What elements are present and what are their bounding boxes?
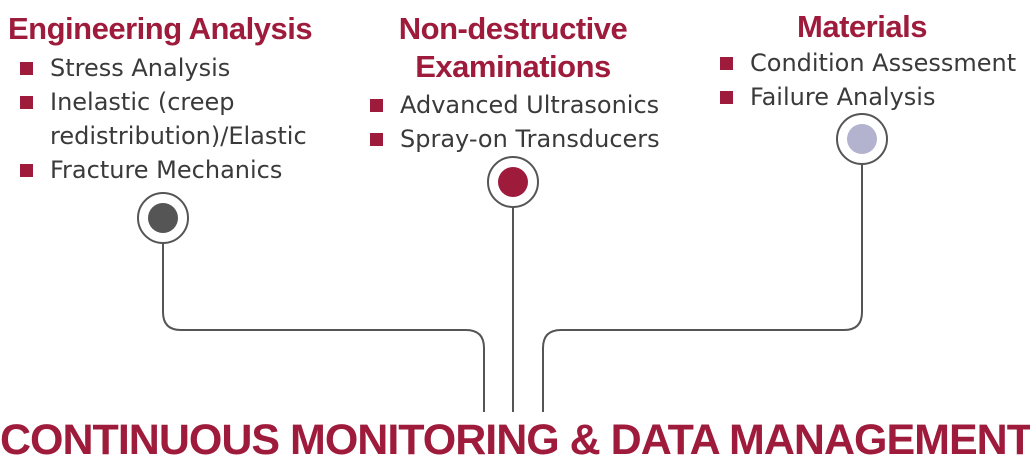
node-materials — [836, 113, 888, 165]
list-item-label: Fracture Mechanics — [50, 156, 283, 184]
engineering-analysis-heading: Engineering Analysis — [8, 11, 313, 46]
nde-heading-line2: Examinations — [415, 49, 611, 84]
footer-title: CONTINUOUS MONITORING & DATA MANAGEMENT — [0, 416, 1030, 464]
list-item-label: Spray-on Transducers — [400, 125, 660, 153]
list-item-label: Failure Analysis — [750, 83, 936, 111]
engineering-analysis-list: Stress Analysis Inelastic (creep redistr… — [18, 51, 307, 187]
bullet-square-icon — [20, 62, 33, 75]
nde-heading-line1: Non-destructive — [398, 11, 628, 46]
node-engineering-dot — [148, 203, 178, 233]
list-item: Fracture Mechanics — [18, 153, 307, 187]
list-item-label: redistribution)/Elastic — [50, 122, 307, 150]
list-item: Advanced Ultrasonics — [368, 88, 660, 122]
nde-list: Advanced Ultrasonics Spray-on Transducer… — [368, 88, 660, 156]
node-nde — [487, 156, 539, 208]
materials-list: Condition Assessment Failure Analysis — [718, 46, 1016, 114]
node-nde-dot — [498, 167, 528, 197]
connector-materials — [542, 162, 863, 412]
node-materials-dot — [847, 124, 877, 154]
list-item-label: Condition Assessment — [750, 49, 1017, 77]
list-item: Stress Analysis — [18, 51, 307, 85]
bullet-square-icon — [20, 164, 33, 177]
list-item: Failure Analysis — [718, 80, 1016, 114]
bullet-square-icon — [370, 99, 383, 112]
list-item-continuation: redistribution)/Elastic — [18, 119, 307, 153]
list-item-label: Advanced Ultrasonics — [400, 91, 660, 119]
list-item: Inelastic (creep — [18, 85, 307, 119]
bullet-square-icon — [720, 91, 733, 104]
list-item: Spray-on Transducers — [368, 122, 660, 156]
list-item-label: Stress Analysis — [50, 54, 231, 82]
bullet-square-icon — [720, 57, 733, 70]
materials-heading: Materials — [797, 9, 927, 44]
node-engineering — [137, 192, 189, 244]
bullet-square-icon — [20, 96, 33, 109]
list-item-label: Inelastic (creep — [50, 88, 235, 116]
bullet-square-icon — [370, 133, 383, 146]
connector-engineering — [162, 244, 485, 412]
nde-heading: Non-destructive Examinations — [344, 10, 682, 86]
list-item: Condition Assessment — [718, 46, 1016, 80]
